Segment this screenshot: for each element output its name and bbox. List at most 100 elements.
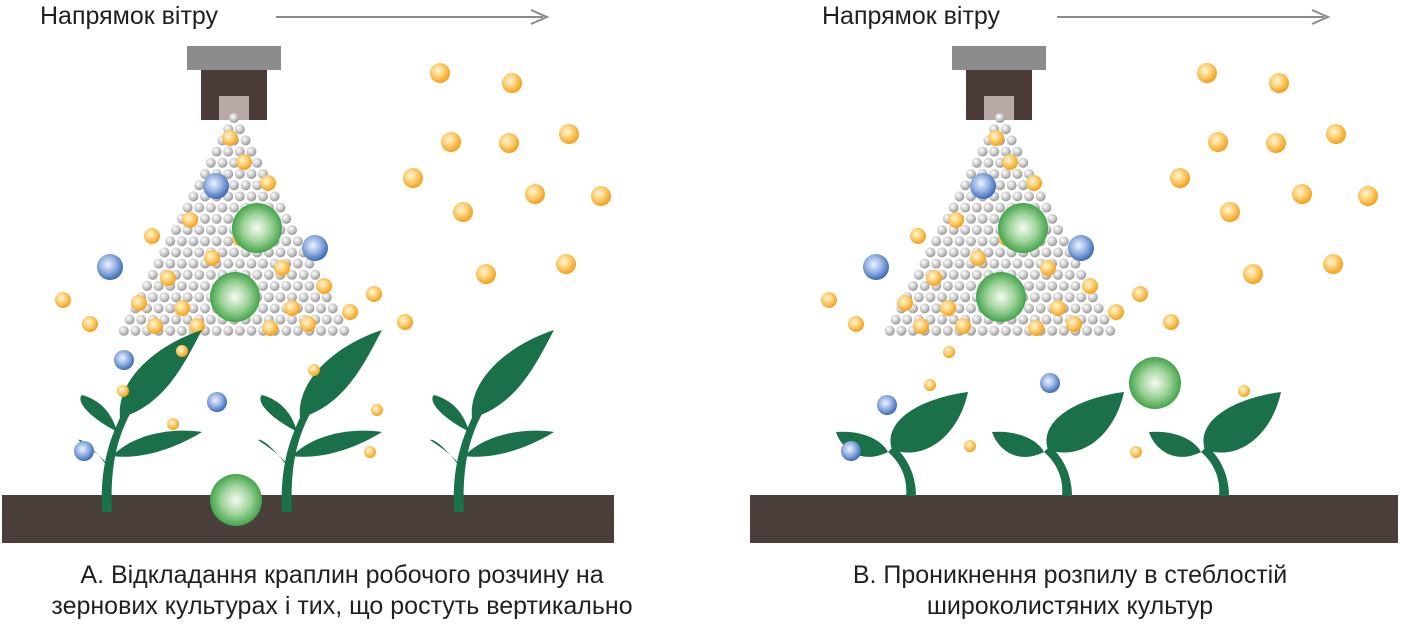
fine-droplet	[913, 269, 924, 280]
caption-a-line2: зернових культурах і тих, що ростуть вер…	[51, 592, 633, 620]
plant-leaf	[119, 330, 202, 418]
fine-droplet	[995, 180, 1005, 191]
fine-droplet	[263, 269, 274, 280]
drift-droplet	[1197, 63, 1217, 83]
fine-droplet	[989, 146, 1000, 157]
fine-droplet	[1076, 292, 1087, 303]
medium-droplet	[848, 316, 864, 332]
fine-droplet	[890, 314, 901, 325]
fine-droplet	[321, 314, 332, 325]
fine-droplet	[205, 269, 216, 280]
small-droplet	[924, 379, 936, 391]
fine-droplet	[977, 325, 988, 336]
medium-droplet	[1108, 304, 1124, 320]
fine-droplet	[223, 213, 234, 224]
fine-droplet	[200, 281, 210, 291]
falling-droplets-b	[841, 346, 1250, 461]
medium-droplet	[342, 304, 358, 320]
medium-droplet	[970, 250, 986, 266]
fine-droplet	[304, 303, 315, 314]
fine-droplet	[159, 292, 170, 303]
fine-droplet	[200, 213, 210, 224]
large-droplet	[210, 272, 260, 322]
fine-droplet	[223, 236, 234, 247]
fine-droplet	[971, 225, 982, 235]
fine-droplet	[246, 258, 257, 269]
wind-arrow-right-icon-a	[276, 9, 550, 25]
fine-droplet	[937, 292, 947, 303]
fine-droplet	[287, 314, 297, 325]
fine-droplet	[1012, 169, 1023, 179]
fine-droplet	[182, 202, 193, 213]
plant-stem	[453, 410, 482, 512]
fine-droplet	[252, 157, 263, 168]
medium-droplet	[940, 300, 956, 316]
fine-droplet	[1047, 236, 1058, 247]
large-droplet	[210, 474, 262, 526]
fine-droplet	[1029, 269, 1040, 280]
fine-droplet	[281, 236, 292, 247]
fine-droplet	[165, 303, 176, 314]
fine-droplet	[1000, 124, 1011, 135]
plant-leaf-broad	[992, 431, 1044, 457]
fine-droplet	[966, 213, 976, 224]
medium-droplet	[316, 278, 332, 294]
fine-droplet	[1024, 258, 1034, 269]
fine-droplet	[919, 258, 930, 269]
fine-droplet	[983, 225, 994, 235]
fine-droplet	[234, 146, 245, 157]
fine-droplet	[954, 303, 965, 314]
fine-droplet	[1018, 180, 1029, 191]
drift-droplet	[1326, 124, 1346, 144]
fine-droplet	[205, 157, 216, 168]
fine-droplet	[263, 292, 274, 303]
blue-droplet	[97, 254, 123, 280]
fine-droplet	[234, 258, 245, 269]
fine-droplet	[327, 325, 338, 336]
drift-droplet	[430, 63, 450, 83]
fine-droplet	[1012, 325, 1023, 336]
fine-droplet	[292, 236, 303, 247]
fine-droplet	[1070, 281, 1081, 291]
small-droplet	[364, 446, 376, 458]
fine-droplet	[165, 258, 176, 269]
drift-droplet	[591, 186, 611, 206]
fine-droplet	[269, 281, 280, 291]
plant-leaf	[80, 395, 118, 436]
fine-droplet	[1047, 213, 1058, 224]
fine-droplet	[275, 247, 286, 258]
fine-droplet	[1035, 191, 1046, 202]
fine-droplet	[1087, 314, 1098, 325]
medium-droplet	[913, 318, 929, 334]
fine-droplet	[275, 314, 286, 325]
medium-droplet	[55, 292, 71, 308]
fine-droplet	[153, 258, 164, 269]
fine-droplet	[1082, 325, 1092, 336]
drift-droplet	[453, 202, 473, 222]
plant-leaf-broad	[836, 431, 888, 457]
fine-droplet	[1000, 325, 1011, 336]
fine-droplet	[931, 236, 942, 247]
fine-droplet	[989, 258, 1000, 269]
fine-droplet	[316, 325, 326, 336]
fine-droplet	[147, 292, 158, 303]
drifting-droplets-b	[1170, 63, 1378, 284]
fine-droplet	[327, 303, 338, 314]
fine-droplet	[1099, 314, 1110, 325]
fine-droplet	[1093, 325, 1104, 336]
fine-droplet	[960, 269, 971, 280]
fine-droplet	[1041, 314, 1052, 325]
fine-droplet	[1024, 281, 1034, 291]
fine-droplet	[165, 236, 176, 247]
orange-droplets-in-cone-a	[55, 130, 413, 336]
fine-droplet	[292, 325, 303, 336]
nozzle-icon-a	[187, 46, 281, 120]
fine-droplet	[310, 269, 321, 280]
fine-droplet	[182, 247, 193, 258]
fine-droplet	[188, 258, 199, 269]
plant-icon-broad-2	[992, 392, 1124, 496]
fine-droplet	[229, 113, 239, 123]
fine-droplet	[960, 202, 971, 213]
plant-leaf-broad	[1149, 431, 1201, 457]
arrow-head	[530, 9, 550, 25]
